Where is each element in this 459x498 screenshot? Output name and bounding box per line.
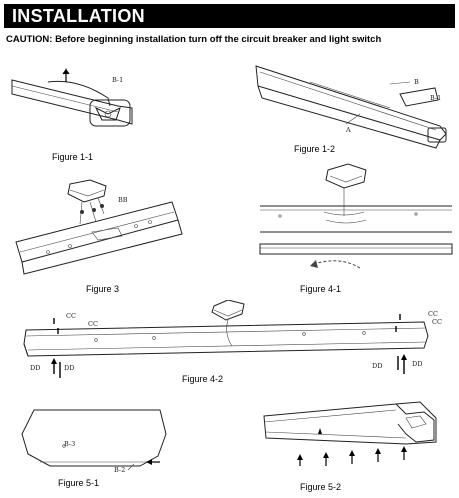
callout-dd-right-1: DD	[372, 362, 383, 370]
callout-b1: B-1	[112, 76, 124, 84]
figure-1-2-label: Figure 1-2	[294, 144, 336, 154]
figure-4-2: CC CC CC CC DD DD DD DD Figure 4-2	[4, 299, 456, 386]
figure-5-1-drawing	[21, 409, 167, 471]
callout-bb: BB	[118, 196, 128, 204]
callout-cc-left-2: CC	[88, 320, 98, 328]
callout-cc-right-2: CC	[432, 318, 442, 326]
callout-cc-right-1: CC	[428, 310, 438, 318]
callout-b1: B-1	[430, 94, 442, 102]
caution-text: CAUTION: Before beginning installation t…	[6, 34, 382, 45]
figure-1-1-label: Figure 1-1	[52, 152, 94, 162]
callout-b2: B-2	[114, 466, 126, 474]
callout-dd-left-2: DD	[64, 364, 75, 372]
callout-dd-right-2: DD	[412, 360, 423, 368]
callout-dd-left-1: DD	[30, 364, 41, 372]
figure-5-1: B-3 B-2 Figure 5-1	[10, 404, 180, 492]
figure-1-2-drawing	[255, 65, 447, 149]
figure-4-2-drawing	[23, 299, 429, 378]
figure-4-2-label: Figure 4-2	[182, 374, 224, 384]
figure-5-2: Figure 5-2	[256, 394, 456, 494]
figure-4-1: Figure 4-1	[256, 160, 456, 298]
figure-3-label: Figure 3	[86, 284, 120, 294]
header-bar: INSTALLATION	[4, 4, 455, 28]
figure-5-2-label: Figure 5-2	[300, 482, 342, 492]
figure-3-drawing	[15, 179, 183, 275]
callout-cc-left-1: CC	[66, 312, 76, 320]
figure-4-1-label: Figure 4-1	[300, 284, 342, 294]
figure-1-1-drawing	[11, 68, 133, 127]
figure-1-1: B-1 Figure 1-1	[8, 62, 148, 162]
callout-b: B	[414, 78, 419, 86]
figure-5-2-drawing	[263, 401, 437, 466]
figure-3: BB Figure 3	[2, 176, 192, 296]
callout-b3: B-3	[64, 440, 76, 448]
callout-a: A	[346, 126, 351, 134]
figure-1-2: B B-1 A Figure 1-2	[250, 56, 455, 156]
figure-5-1-label: Figure 5-1	[58, 478, 100, 488]
page-title: INSTALLATION	[12, 6, 145, 26]
figure-4-1-drawing	[259, 163, 453, 269]
